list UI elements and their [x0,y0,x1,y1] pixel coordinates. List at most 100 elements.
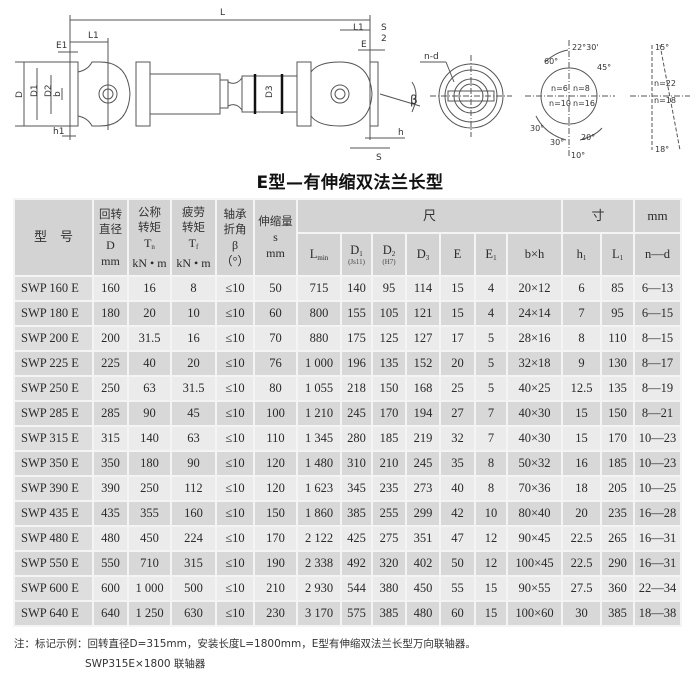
side-count-n22: n=22 [654,79,676,88]
angle-label-22-30: 22°30' [572,43,599,52]
cell-tf: 31.5 [170,375,217,402]
cell-e1: 12 [474,525,508,552]
cell-model: SWP 435 E [13,500,94,527]
cell-l1: 150 [600,400,636,427]
cell-tn: 250 [127,475,172,502]
cell-model: SWP 250 E [13,375,94,402]
cell-h1: 7 [561,300,603,327]
cell-beta: ≤10 [215,450,255,477]
cell-lmin: 1 623 [296,475,342,502]
cell-h1: 20 [561,500,603,527]
cell-d1: 175 [340,325,373,352]
cell-tn: 1 000 [127,575,172,602]
cell-e: 15 [439,275,476,302]
cell-l1: 130 [600,350,636,377]
cell-d3: 299 [405,500,441,527]
cell-tn: 90 [127,400,172,427]
page-title: E型—有伸缩双法兰长型 [256,173,444,193]
cell-e: 55 [439,575,476,602]
cell-e1: 5 [474,375,508,402]
dim-label-S: S [376,153,382,163]
header-nd: n—d [633,232,683,277]
cell-s: 76 [253,350,298,377]
cell-d1: 280 [340,425,373,452]
cell-lmin: 1 000 [296,350,342,377]
cell-nd: 18—38 [633,600,683,627]
cell-d1: 492 [340,550,373,577]
cell-d1: 575 [340,600,373,627]
cell-l1: 95 [600,300,636,327]
cell-e: 35 [439,450,476,477]
cell-beta: ≤10 [215,500,255,527]
cell-h1: 9 [561,350,603,377]
cell-h1: 8 [561,325,603,352]
header-dims-left: 尺 [295,198,564,234]
cell-s: 150 [253,500,298,527]
dim-label-E1: E1 [56,41,67,51]
cell-lmin: 1 860 [296,500,342,527]
cell-tn: 20 [127,300,172,327]
header-E1: E1 [474,232,508,277]
cell-lmin: 2 122 [296,525,342,552]
cell-lmin: 1 055 [296,375,342,402]
cell-tf: 224 [170,525,217,552]
cell-e1: 8 [474,450,508,477]
cell-l1: 135 [600,375,636,402]
cell-beta: ≤10 [215,350,255,377]
cell-model: SWP 350 E [13,450,94,477]
cell-h1: 27.5 [561,575,603,602]
angle-label-10: 10° [571,151,585,160]
cell-d3: 114 [405,275,441,302]
cell-d2: 185 [371,425,407,452]
cell-e: 27 [439,400,476,427]
cell-bxh: 24×14 [505,300,564,327]
cell-d2: 235 [371,475,407,502]
cell-h1: 6 [561,275,603,302]
cell-d3: 273 [405,475,441,502]
dim-label-n-d: n-d [424,52,439,62]
cell-d: 180 [92,300,129,327]
dim-label-b: b [53,91,63,97]
cell-d2: 105 [371,300,407,327]
cell-model: SWP 160 E [13,275,94,302]
cell-nd: 16—28 [633,500,683,527]
cell-lmin: 2 930 [296,575,342,602]
angle-label-20: 20° [581,133,595,142]
cell-bxh: 70×36 [505,475,564,502]
cell-e1: 15 [474,575,508,602]
cell-tn: 710 [127,550,172,577]
cell-d1: 245 [340,400,373,427]
cell-nd: 8—15 [633,325,683,352]
header-Lmin: Lmin [296,232,342,277]
cell-model: SWP 640 E [13,600,94,627]
cell-e: 40 [439,475,476,502]
cell-s: 100 [253,400,298,427]
cell-e1: 5 [474,350,508,377]
cell-d3: 168 [405,375,441,402]
cell-d1: 196 [340,350,373,377]
cell-tf: 160 [170,500,217,527]
cell-d1: 385 [340,500,373,527]
dim-label-D3: D3 [265,85,275,98]
cell-beta: ≤10 [215,525,255,552]
cell-model: SWP 550 E [13,550,94,577]
cell-tf: 10 [170,300,217,327]
note-line-1: 注：标记示例：回转直径D=315mm，安装长度L=1800mm，E型有伸缩双法兰… [14,638,476,650]
header-model: 型 号 [13,198,94,277]
cell-d1: 310 [340,450,373,477]
cell-e: 50 [439,550,476,577]
cell-d3: 152 [405,350,441,377]
cell-l1: 110 [600,325,636,352]
cell-model: SWP 315 E [13,425,94,452]
cell-d1: 345 [340,475,373,502]
cell-bxh: 20×12 [505,275,564,302]
cell-h1: 15 [561,400,603,427]
cell-d1: 425 [340,525,373,552]
